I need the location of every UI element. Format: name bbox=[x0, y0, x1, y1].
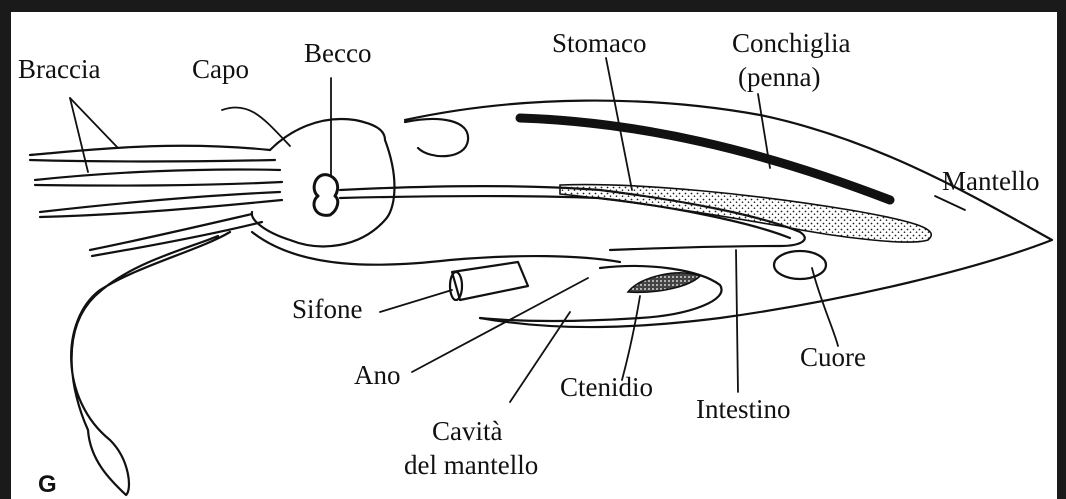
tentacle bbox=[71, 232, 230, 495]
label-intestino: Intestino bbox=[696, 394, 791, 424]
body-lower-contour bbox=[252, 232, 620, 265]
label-mantello: Mantello bbox=[942, 166, 1039, 196]
frame-border-left bbox=[0, 0, 11, 499]
label-stomaco: Stomaco bbox=[552, 28, 647, 58]
siphon-shape bbox=[450, 262, 528, 300]
label-cavita-line1: Cavità bbox=[432, 416, 502, 446]
label-conchiglia-line2: (penna) bbox=[738, 62, 820, 92]
label-braccia: Braccia bbox=[18, 54, 100, 84]
label-cuore: Cuore bbox=[800, 342, 866, 372]
panel-letter: G bbox=[38, 471, 57, 498]
label-sifone: Sifone bbox=[292, 294, 363, 324]
heart-shape bbox=[774, 251, 826, 279]
arms bbox=[30, 146, 282, 256]
frame-border-top bbox=[0, 0, 1066, 12]
ctenidium-shape bbox=[628, 273, 700, 292]
label-conchiglia-line1: Conchiglia bbox=[732, 28, 850, 58]
beak-shape bbox=[314, 175, 338, 216]
label-ano: Ano bbox=[354, 360, 401, 390]
label-capo: Capo bbox=[192, 54, 249, 84]
frame-border-right bbox=[1057, 0, 1066, 499]
label-becco: Becco bbox=[304, 38, 371, 68]
mantle-collar bbox=[405, 119, 468, 156]
label-cavita-line2: del mantello bbox=[404, 450, 538, 480]
label-ctenidio: Ctenidio bbox=[560, 372, 653, 402]
